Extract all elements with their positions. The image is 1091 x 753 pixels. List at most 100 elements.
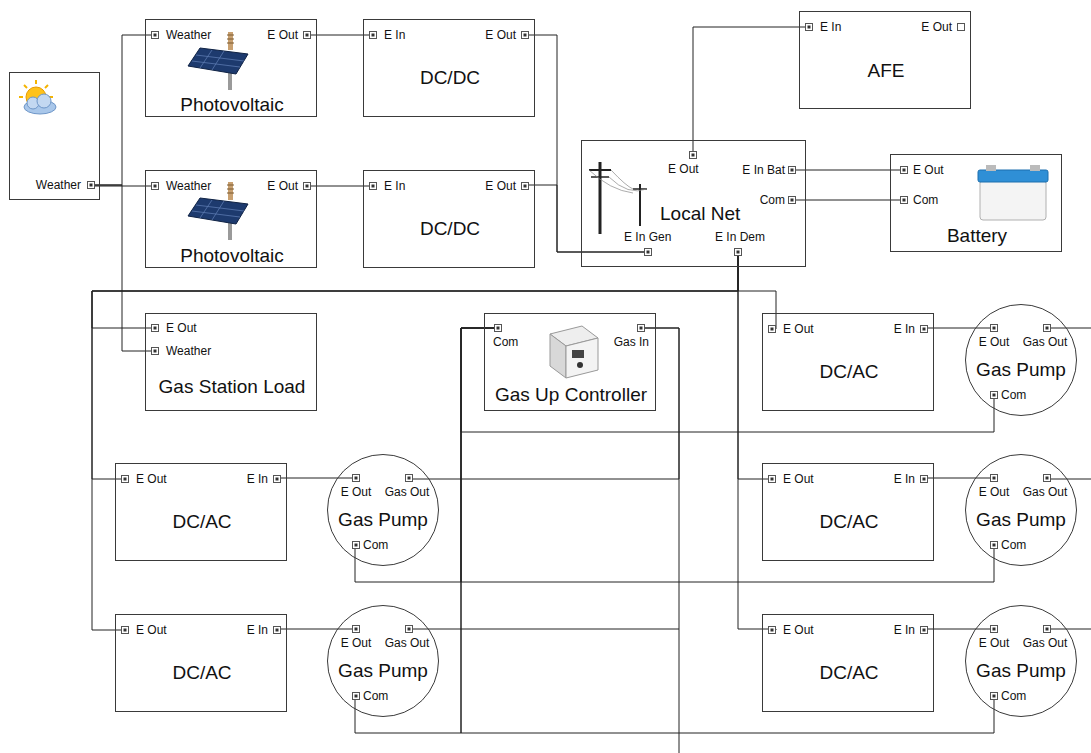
port-dot [791,169,794,172]
port-label: E In [384,29,405,43]
wire-connector [92,252,738,630]
port-terminal [370,183,377,190]
port-terminal [921,476,928,483]
port-dot [276,629,279,632]
port-dot [692,154,695,157]
port-terminal [152,183,159,190]
wire-connector [792,170,904,171]
port-dot [640,327,643,330]
port-dot [124,478,127,481]
port-terminal [789,197,796,204]
node-title: Gas Pump [976,359,1066,381]
converter-box: E OutE InDC/AC [115,614,287,712]
port-terminal [152,348,159,355]
wire-connector [924,328,994,329]
port-terminal [769,476,776,483]
wire-connector [738,252,776,479]
node-title: DC/DC [420,67,480,89]
node-title: Photovoltaic [180,94,284,116]
port-terminal [152,32,159,39]
port-dot [923,478,926,481]
port-label: E Out [668,163,699,177]
wire-connector [461,328,994,432]
port-dot [306,34,309,37]
port-terminal [638,325,645,332]
port-dot [306,185,309,188]
port-terminal [991,693,998,700]
port-dot [993,695,996,698]
port-dot [993,394,996,397]
port-dot [355,695,358,698]
port-terminal [991,325,998,332]
afe-box: E InE OutAFE [799,11,971,109]
port-dot [497,327,500,330]
port-terminal [901,167,908,174]
wire-connector [924,629,994,630]
photovoltaic-box: WeatherE OutPhotovoltaic [145,170,317,268]
battery-box: E OutComBattery [890,154,1062,252]
controller-box: ComGas InGas Up Controller [484,313,656,411]
node-title: Local Net [660,203,740,225]
wire-connector [461,328,994,582]
load-box: E OutWeatherGas Station Load [145,313,317,411]
wire-connector [92,252,738,479]
port-terminal [353,626,360,633]
port-dot [923,328,926,331]
port-label: E In [247,624,268,638]
node-title: Photovoltaic [180,245,284,267]
port-label: E In [894,473,915,487]
node-title: DC/DC [420,218,480,240]
port-label: E Out [783,323,814,337]
port-label: E Out [341,486,372,500]
port-label: Com [913,194,938,208]
weather-icon [19,80,56,114]
converter-box: E OutE InDC/AC [762,614,934,712]
port-terminal [1044,475,1051,482]
port-dot [993,477,996,480]
power-pole-icon [589,162,647,234]
node-title: Gas Pump [338,509,428,531]
port-label: E Out [267,29,298,43]
port-dot [524,34,527,37]
port-terminal [152,325,159,332]
port-dot [993,327,996,330]
port-dot [993,544,996,547]
port-dot [771,328,774,331]
port-dot [1046,327,1049,330]
port-dot [903,169,906,172]
port-dot [791,199,794,202]
port-label: E In [384,180,405,194]
port-terminal [735,249,742,256]
gas-pump-circle: E OutGas OutGas PumpCom [327,454,439,566]
port-dot [647,251,650,254]
port-label: Weather [166,29,211,43]
node-title: Gas Station Load [159,376,306,398]
local-net-box: E OutE In BatComLocal NetE In GenE In De… [581,140,806,267]
port-label: E Out [341,637,372,651]
port-label: Weather [36,179,81,193]
port-terminal [991,392,998,399]
wire-connector [409,328,679,629]
node-title: Battery [947,225,1007,247]
port-terminal [806,24,813,31]
port-label: Gas Out [385,637,430,651]
port-label: E Out [979,336,1010,350]
wire-connector [693,27,809,155]
port-terminal [406,626,413,633]
gas-pump-circle: E OutGas OutGas PumpCom [965,454,1077,566]
port-terminal [88,182,95,189]
port-label: E Out [136,624,167,638]
port-label: E In [894,323,915,337]
port-terminal [522,183,529,190]
port-dot [771,478,774,481]
port-label: E Out [166,322,197,336]
port-terminal [406,475,413,482]
port-label: E Out [783,624,814,638]
port-dot [372,185,375,188]
port-terminal [769,326,776,333]
port-terminal [1044,626,1051,633]
port-terminal [991,542,998,549]
port-label: E Out [783,473,814,487]
port-terminal [122,476,129,483]
port-dot [923,629,926,632]
